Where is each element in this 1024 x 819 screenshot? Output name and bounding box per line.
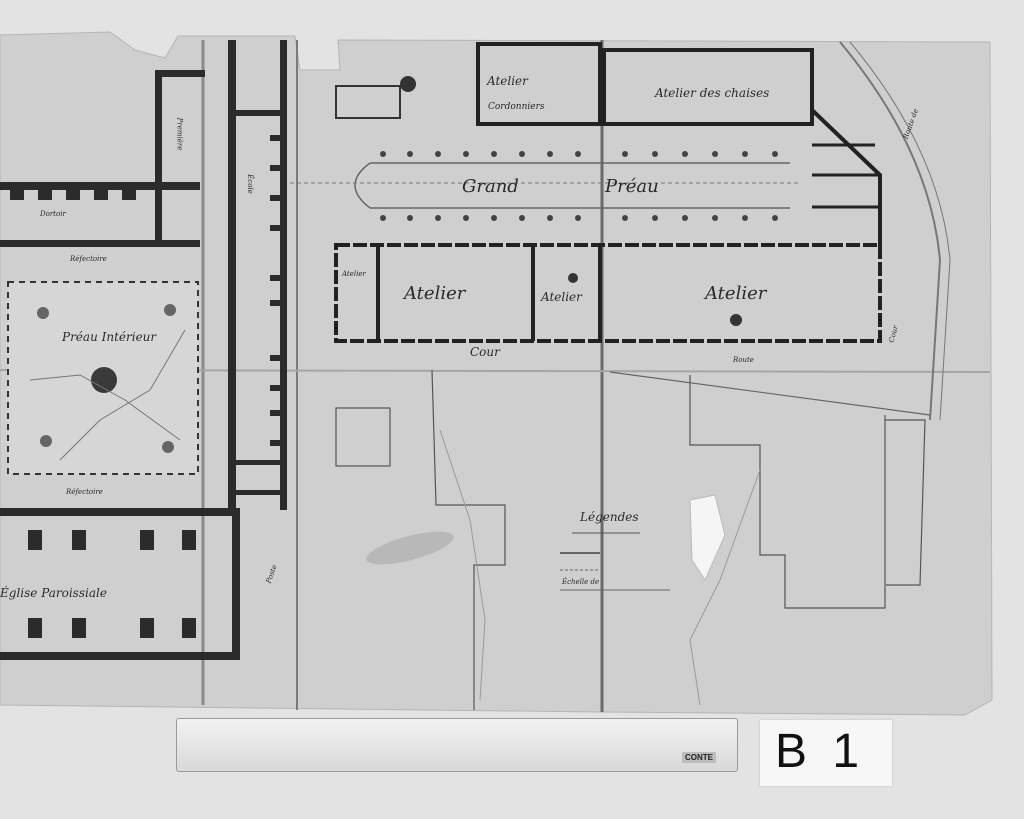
paper-sheet [0, 31, 993, 716]
measuring-ruler [176, 718, 738, 772]
grand-preau-outline [354, 162, 790, 209]
tree-row [380, 151, 778, 221]
sheet-id-label: B 1 [775, 725, 866, 778]
road-line [839, 41, 942, 421]
atelier-cordonniers-building [476, 42, 602, 126]
atelier-row-building [334, 243, 882, 343]
ruler-brand-label: CONTE [682, 752, 716, 763]
sheet-id-plate [760, 720, 892, 786]
atelier-chaises-building [602, 48, 814, 126]
paper-tear [689, 494, 726, 582]
well-marker [91, 367, 117, 393]
